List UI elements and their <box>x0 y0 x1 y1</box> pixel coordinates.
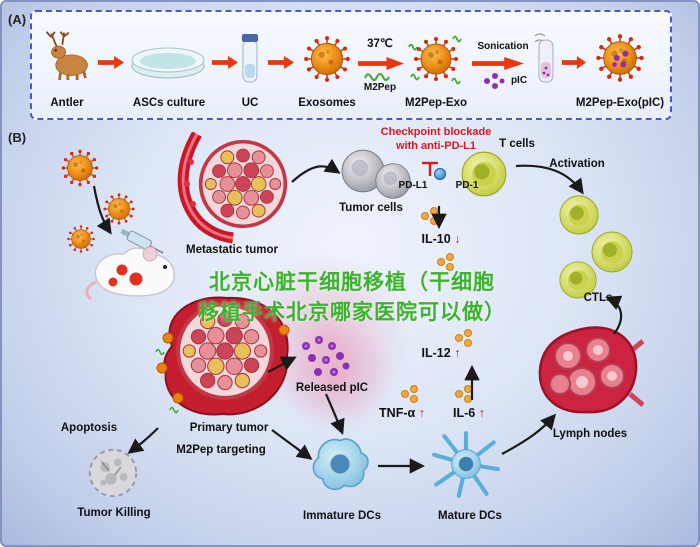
tumor-cells-label: Tumor cells <box>339 202 403 214</box>
killed-tumor-cell-icon <box>84 444 142 502</box>
step-label-antler: Antler <box>50 97 84 109</box>
step-label-m2pep-exo-pic: M2Pep-Exo(pIC) <box>575 97 665 109</box>
cytokine-dots-icon <box>420 206 440 226</box>
il12-label: IL-12 ↑ <box>406 346 476 360</box>
tnf-label: TNF-α ↑ <box>368 406 436 420</box>
watermark-line-1: 北京心脏干细胞移植（干细胞 <box>209 271 495 294</box>
panel-a-label: (A) <box>8 12 27 27</box>
checkpoint-line-2: with anti-PD-L1 <box>395 139 477 152</box>
exosome-particle-icon <box>102 192 136 226</box>
pd-l1-label: PD-L1 <box>398 180 428 191</box>
metastatic-tumor-label: Metastatic tumor <box>185 244 279 256</box>
exosome-particle-icon <box>60 148 100 188</box>
deer-antler-icon <box>38 28 94 80</box>
lymph-nodes-label: Lymph nodes <box>552 428 628 440</box>
activation-label: Activation <box>549 158 605 170</box>
tumor-killing-label: Tumor Killing <box>77 507 151 519</box>
m2pep-label: M2Pep <box>363 82 397 93</box>
il6-up-arrow: ↑ <box>478 406 485 420</box>
exosome-icon <box>302 34 352 84</box>
tnf-text: TNF-α <box>379 406 416 420</box>
released-pic-label: Released pIC <box>295 382 369 394</box>
il10-down-arrow: ↓ <box>454 232 461 246</box>
tnf-up-arrow: ↑ <box>418 406 425 420</box>
released-pic-icon <box>298 334 354 380</box>
apoptosis-label: Apoptosis <box>60 422 118 434</box>
mature-dcs-label: Mature DCs <box>438 510 502 522</box>
t-cells-label: T cells <box>499 138 535 150</box>
panel-b-label: (B) <box>8 130 27 145</box>
temperature-label: 37℃ <box>367 38 393 50</box>
immature-dc-icon <box>308 432 372 496</box>
m2pep-targeting-label: M2Pep targeting <box>176 444 266 456</box>
pic-dots-icon <box>482 72 506 90</box>
cytokine-dots-icon <box>454 328 474 348</box>
lymph-nodes-icon <box>532 322 644 420</box>
immature-dcs-label: Immature DCs <box>303 510 381 522</box>
primary-tumor-icon <box>155 296 290 416</box>
il10-label: IL-10 ↓ <box>406 232 476 246</box>
il12-text: IL-12 <box>421 346 451 360</box>
centrifuge-tube-icon <box>240 34 260 86</box>
checkpoint-line-1: Checkpoint blockade <box>380 126 492 138</box>
ctls-label: CTLs <box>583 292 613 304</box>
primary-tumor-label: Primary tumor <box>189 422 269 434</box>
sonication-label: Sonication <box>477 41 529 52</box>
m2pep-exo-icon <box>408 35 462 85</box>
checkpoint-blockade-label: Checkpoint blockade with anti-PD-L1 <box>370 126 502 154</box>
petri-dish-icon <box>130 46 206 80</box>
il6-label: IL-6 ↑ <box>440 406 498 420</box>
il6-text: IL-6 <box>453 406 476 420</box>
step-label-m2pep-exo: M2Pep-Exo <box>405 97 467 109</box>
watermark-line-2: 移植手术北京哪家医院可以做） <box>198 301 506 325</box>
blood-vessel-metastatic-tumor-icon <box>177 132 288 244</box>
il12-up-arrow: ↑ <box>454 346 461 360</box>
step-label-exosomes: Exosomes <box>298 97 356 109</box>
anti-pd-l1-antibody-icon <box>434 168 446 180</box>
cytokine-dots-icon <box>400 384 420 404</box>
m2pep-peptide-icon <box>364 72 390 82</box>
watermark-text: 北京心脏干细胞移植（干细胞 移植手术北京哪家医院可以做） <box>172 268 532 329</box>
mature-dc-icon <box>430 428 502 500</box>
step-label-uc: UC <box>241 97 259 109</box>
il10-text: IL-10 <box>421 232 451 246</box>
pic-label: pIC <box>510 75 528 86</box>
pd-1-label: PD-1 <box>455 180 479 191</box>
cytokine-dots-icon <box>454 384 474 404</box>
m2pep-exo-pic-icon <box>594 32 646 84</box>
step-label-ascs: ASCs culture <box>132 97 206 109</box>
